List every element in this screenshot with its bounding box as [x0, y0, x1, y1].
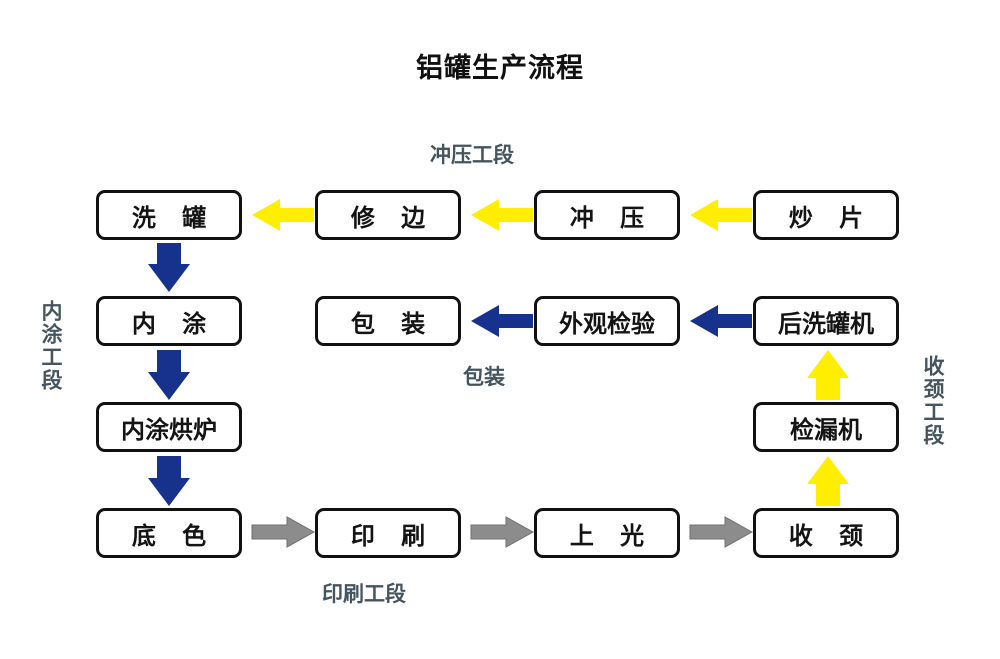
- caption-coating-section: 内涂工段: [39, 300, 63, 392]
- caption-stamping-section: 冲压工段: [430, 143, 514, 167]
- caption-necking-section: 收颈工段: [921, 355, 945, 447]
- arrow-inner-coating-to-coating-oven: [148, 350, 190, 400]
- node-blank-cutting[interactable]: 炒 片: [753, 190, 899, 240]
- node-trim[interactable]: 修 边: [315, 190, 461, 240]
- node-base-color[interactable]: 底 色: [96, 508, 242, 558]
- caption-packaging-section: 包装: [463, 365, 505, 389]
- arrow-leak-detector-to-post-washer: [807, 350, 849, 400]
- node-necking[interactable]: 收 颈: [753, 508, 899, 558]
- arrow-varnishing-to-necking: [689, 516, 754, 548]
- node-post-washer[interactable]: 后洗罐机: [753, 296, 899, 346]
- arrow-blank-cutting-to-stamping: [690, 199, 752, 231]
- page-title: 铝罐生产流程: [416, 53, 584, 84]
- node-varnishing[interactable]: 上 光: [534, 508, 680, 558]
- arrow-visual-inspect-to-packaging: [471, 305, 533, 337]
- node-wash-can[interactable]: 洗 罐: [96, 190, 242, 240]
- node-stamping[interactable]: 冲 压: [534, 190, 680, 240]
- arrow-stamping-to-trim: [471, 199, 533, 231]
- node-packaging[interactable]: 包 装: [315, 296, 461, 346]
- arrow-base-color-to-printing: [251, 516, 316, 548]
- arrow-post-washer-to-visual-inspect: [690, 305, 752, 337]
- node-leak-detector[interactable]: 检漏机: [753, 402, 899, 452]
- caption-printing-section: 印刷工段: [322, 582, 406, 606]
- arrow-printing-to-varnishing: [470, 516, 535, 548]
- node-coating-oven[interactable]: 内涂烘炉: [96, 402, 242, 452]
- arrow-coating-oven-to-base-color: [148, 456, 190, 506]
- arrow-trim-to-wash-can: [252, 199, 314, 231]
- node-printing[interactable]: 印 刷: [315, 508, 461, 558]
- arrow-wash-can-to-inner-coating: [148, 243, 190, 292]
- node-inner-coating[interactable]: 内 涂: [96, 296, 242, 346]
- arrow-necking-to-leak-detector: [807, 456, 849, 506]
- node-visual-inspect[interactable]: 外观检验: [534, 296, 680, 346]
